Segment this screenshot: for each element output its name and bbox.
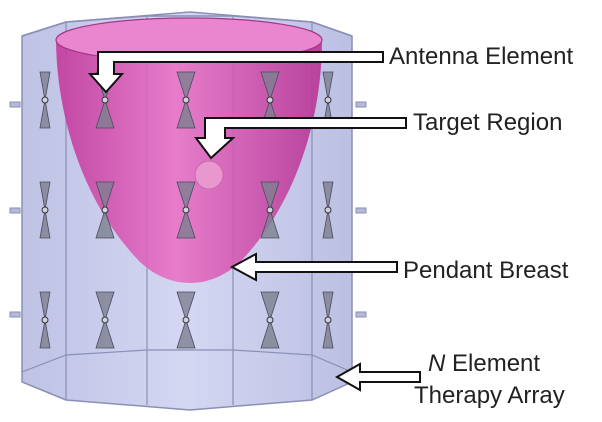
breast-arrow xyxy=(229,252,398,282)
antenna-element xyxy=(95,291,115,349)
connector xyxy=(355,101,367,108)
antenna-element xyxy=(322,71,334,129)
callout-arrows xyxy=(87,51,421,392)
array-n-symbol: N xyxy=(428,350,446,377)
connector xyxy=(9,207,21,214)
antenna-element xyxy=(39,71,51,129)
antenna-element xyxy=(260,291,280,349)
antenna-element xyxy=(176,71,196,129)
antenna-element-label: Antenna Element xyxy=(389,43,574,70)
target-region-label: Target Region xyxy=(413,109,563,136)
antenna-element xyxy=(95,181,115,239)
array-arrow xyxy=(334,362,421,392)
connector xyxy=(9,101,21,108)
antenna-element xyxy=(322,181,334,239)
antenna-element xyxy=(260,181,280,239)
array-line1-text: Element xyxy=(445,350,541,377)
antenna-element xyxy=(176,181,196,239)
antenna-element xyxy=(39,291,51,349)
therapy-array-label-line1: N Element xyxy=(428,350,540,378)
therapy-array-label-line2: Therapy Array xyxy=(414,382,565,409)
antenna-element xyxy=(39,181,51,239)
antenna-arrow xyxy=(87,51,384,94)
connector xyxy=(9,311,21,318)
target-region-sphere xyxy=(194,160,224,190)
connector xyxy=(355,311,367,318)
pendant-breast-label: Pendant Breast xyxy=(403,257,569,284)
target-arrow xyxy=(194,117,407,160)
antenna-element xyxy=(322,291,334,349)
connector xyxy=(355,207,367,214)
antenna-element xyxy=(176,291,196,349)
side-connectors xyxy=(9,101,367,318)
